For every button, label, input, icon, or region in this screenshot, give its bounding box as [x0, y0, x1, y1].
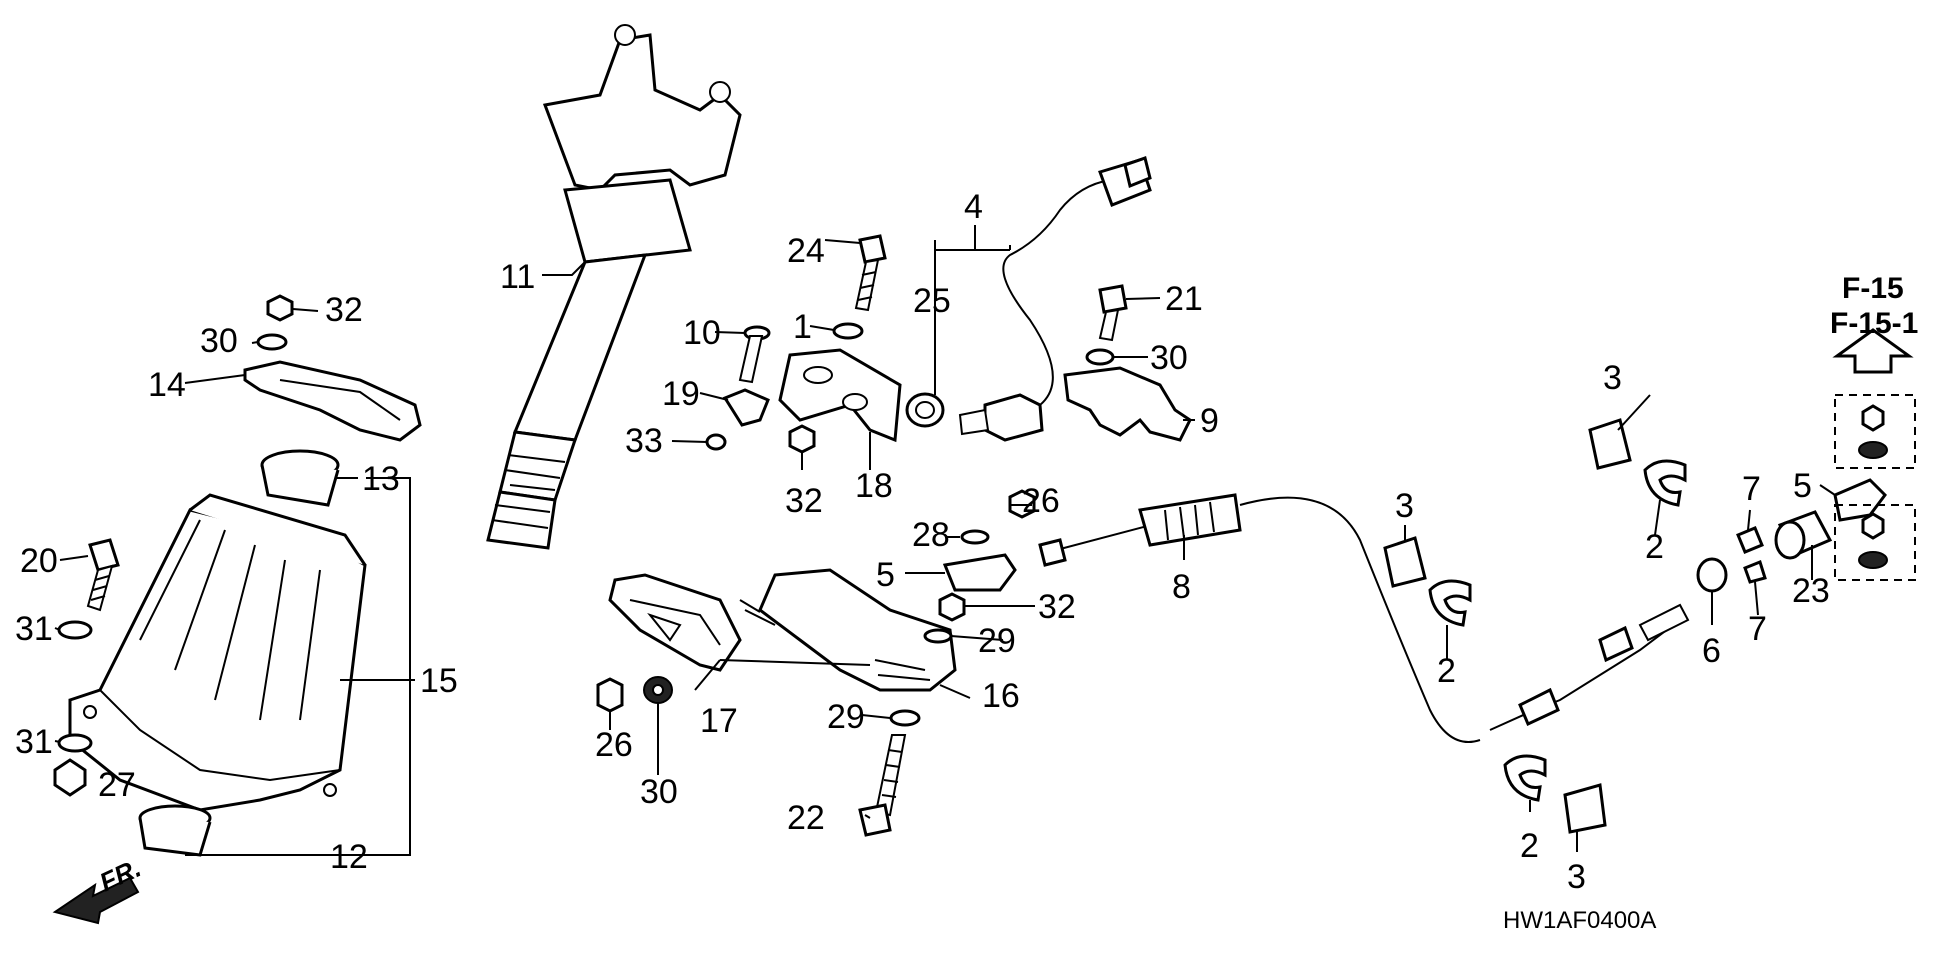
callout-13: 13	[362, 460, 400, 498]
cover-3-a-part	[1588, 418, 1632, 470]
callout-1: 1	[793, 308, 812, 346]
callout-26: 26	[1022, 482, 1060, 520]
reference-arrow-icon	[1832, 328, 1914, 374]
callout-2-upper: 2	[1645, 528, 1664, 566]
nut-26-lower-part	[596, 677, 624, 713]
callout-23: 23	[1792, 572, 1830, 610]
callout-labels: 11 32 30 14 13 15 12 20 31 31 27 24 1 10…	[15, 188, 1830, 896]
bracket-9-part	[1063, 366, 1192, 442]
steering-housing-part	[68, 493, 367, 812]
clamp-2-c-part	[1503, 754, 1547, 802]
callout-30: 30	[200, 322, 238, 360]
cable-end-5-right-part	[1833, 478, 1887, 522]
callout-18: 18	[855, 467, 893, 505]
nut-32-mid-part	[788, 424, 816, 454]
steering-column-part	[486, 24, 742, 550]
adjuster-23-part	[1774, 510, 1833, 560]
lever-plate-17-part	[608, 573, 742, 672]
throttle-cable-8-part	[1038, 493, 1690, 743]
callout-3-upper: 3	[1603, 359, 1622, 397]
reference-box-lower	[1834, 504, 1916, 581]
bolt-22-part	[858, 734, 907, 837]
callout-22: 22	[787, 799, 825, 837]
callout-30-lower: 30	[640, 773, 678, 811]
nut-6-part	[1696, 557, 1728, 593]
sensor-4-part	[958, 156, 1152, 442]
callout-7-upper: 7	[1742, 470, 1761, 508]
nut-32-part	[266, 294, 294, 322]
cover-3-b-part	[1383, 536, 1427, 588]
washer-29-part	[923, 628, 953, 644]
nut-27-part	[53, 758, 87, 797]
callout-3-lower: 3	[1567, 858, 1586, 896]
lever-plate-16-part	[739, 568, 957, 692]
cover-3-c-part	[1563, 783, 1607, 834]
callout-32: 32	[325, 291, 363, 329]
clip-7-lower-part	[1743, 560, 1767, 584]
nut-25-part	[905, 392, 945, 428]
leader-lines	[54, 225, 1836, 856]
bolt-21-part	[1098, 284, 1128, 342]
callout-31-upper: 31	[15, 610, 53, 648]
reference-f15-1: F-15-1	[1830, 307, 1918, 340]
callout-33: 33	[625, 422, 663, 460]
callout-4: 4	[964, 188, 983, 226]
callout-25: 25	[913, 282, 951, 320]
callout-21: 21	[1165, 280, 1203, 318]
reference-f15: F-15	[1842, 272, 1904, 305]
washer-31-lower-part	[57, 733, 93, 753]
callout-24: 24	[787, 232, 825, 270]
bolt-20-part	[86, 538, 120, 612]
bracket-18-part	[778, 348, 902, 443]
plate-part	[243, 360, 422, 442]
callout-31-lower: 31	[15, 723, 53, 761]
clamp-2-a-part	[1643, 459, 1687, 507]
callout-5-right: 5	[1793, 467, 1812, 505]
callout-2-mid: 2	[1437, 652, 1456, 690]
cable-end-5-part	[942, 553, 1017, 592]
callout-32-lower: 32	[1038, 588, 1076, 626]
front-direction-icon: FR.	[52, 853, 146, 925]
callout-28: 28	[912, 516, 950, 554]
callout-3-mid: 3	[1395, 487, 1414, 525]
bolt-24-part	[854, 234, 887, 312]
callout-10: 10	[683, 314, 721, 352]
diagram-code: HW1AF0400A	[1503, 907, 1656, 934]
clip-7-upper-part	[1736, 526, 1764, 554]
washer-1-part	[832, 322, 864, 340]
callout-17: 17	[700, 702, 738, 740]
callout-8: 8	[1172, 568, 1191, 606]
washer-30-part	[256, 333, 288, 351]
washer-31-upper-part	[57, 620, 93, 640]
callout-30-right: 30	[1150, 339, 1188, 377]
callout-19: 19	[662, 375, 700, 413]
reference-box-upper	[1834, 394, 1916, 469]
bolt-10-part	[738, 325, 771, 384]
callout-7-lower: 7	[1748, 610, 1767, 648]
nut-33-part	[705, 433, 727, 451]
callout-26-lower: 26	[595, 726, 633, 764]
callout-20: 20	[20, 542, 58, 580]
callout-16: 16	[982, 677, 1020, 715]
callout-29: 29	[978, 622, 1016, 660]
callout-9: 9	[1200, 402, 1219, 440]
washer-30-right-part	[1085, 348, 1115, 366]
clamp-2-b-part	[1428, 579, 1472, 627]
callout-27: 27	[98, 766, 136, 804]
callout-12: 12	[330, 838, 368, 876]
washer-29-lower-part	[889, 709, 921, 727]
callout-5: 5	[876, 556, 895, 594]
clip-19-part	[722, 388, 770, 427]
callout-15: 15	[420, 662, 458, 700]
callout-14: 14	[148, 366, 186, 404]
washer-28-part	[960, 529, 990, 545]
callout-32-bracket: 32	[785, 482, 823, 520]
callout-11: 11	[500, 258, 535, 296]
callout-29-lower: 29	[827, 698, 865, 736]
nut-32-lower-part	[938, 592, 966, 622]
callout-6: 6	[1702, 632, 1721, 670]
callout-2-lower: 2	[1520, 827, 1539, 865]
